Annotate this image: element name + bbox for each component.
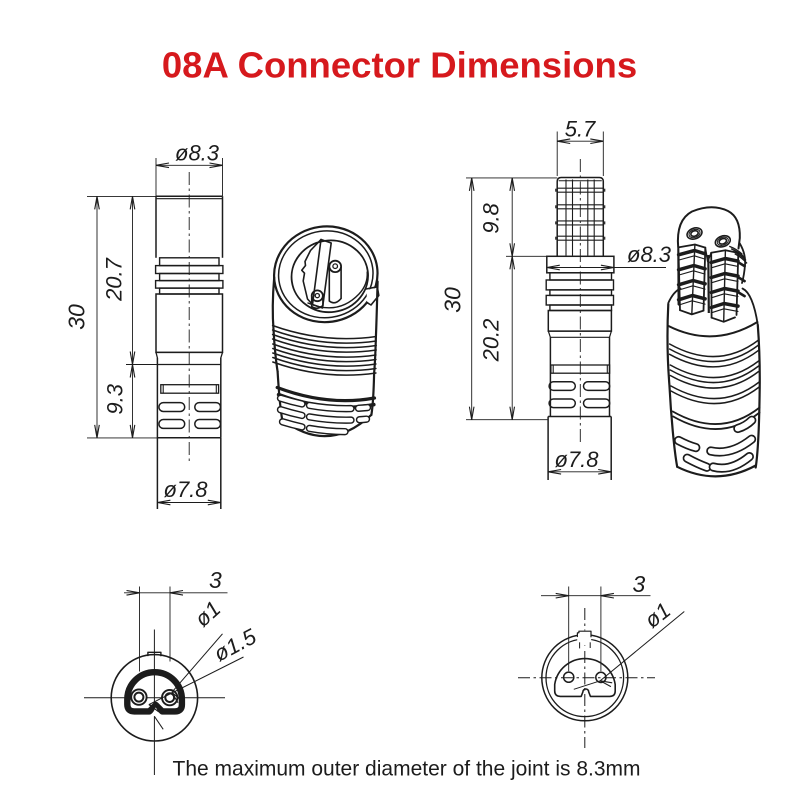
svg-text:ø7.8: ø7.8 xyxy=(555,447,600,472)
svg-text:ø7.8: ø7.8 xyxy=(164,477,209,502)
svg-text:5.7: 5.7 xyxy=(565,117,596,142)
svg-text:30: 30 xyxy=(64,304,90,330)
svg-text:ø1: ø1 xyxy=(640,597,676,633)
svg-text:9.3: 9.3 xyxy=(103,383,128,414)
svg-text:ø1.5: ø1.5 xyxy=(210,623,261,666)
svg-text:9.8: 9.8 xyxy=(479,202,504,233)
svg-text:3: 3 xyxy=(633,571,646,597)
svg-text:ø8.3: ø8.3 xyxy=(175,141,220,166)
svg-text:30: 30 xyxy=(440,287,466,313)
svg-text:The maximum outer diameter of: The maximum outer diameter of the joint … xyxy=(173,758,641,781)
svg-text:08A Connector Dimensions: 08A Connector Dimensions xyxy=(162,45,637,86)
svg-text:20.7: 20.7 xyxy=(101,257,126,302)
svg-text:20.2: 20.2 xyxy=(479,319,504,363)
svg-text:ø8.3: ø8.3 xyxy=(627,242,672,267)
svg-text:ø1: ø1 xyxy=(190,596,226,632)
svg-text:3: 3 xyxy=(209,567,222,593)
